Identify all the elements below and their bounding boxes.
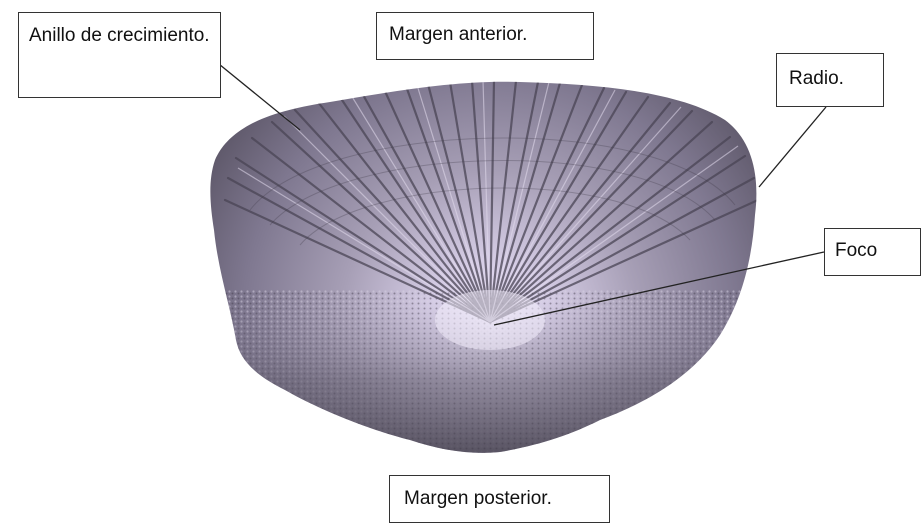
fish-scale bbox=[200, 80, 780, 470]
growth-ring-label: Anillo de crecimiento. bbox=[18, 12, 221, 98]
focus-label: Foco bbox=[824, 228, 921, 276]
growth-ring-leader bbox=[214, 60, 300, 130]
posterior-margin-label: Margen posterior. bbox=[389, 475, 610, 523]
focus-glow bbox=[435, 290, 545, 350]
anterior-margin-label: Margen anterior. bbox=[376, 12, 594, 60]
radius-leader bbox=[759, 107, 826, 187]
radius-label: Radio. bbox=[776, 53, 884, 107]
